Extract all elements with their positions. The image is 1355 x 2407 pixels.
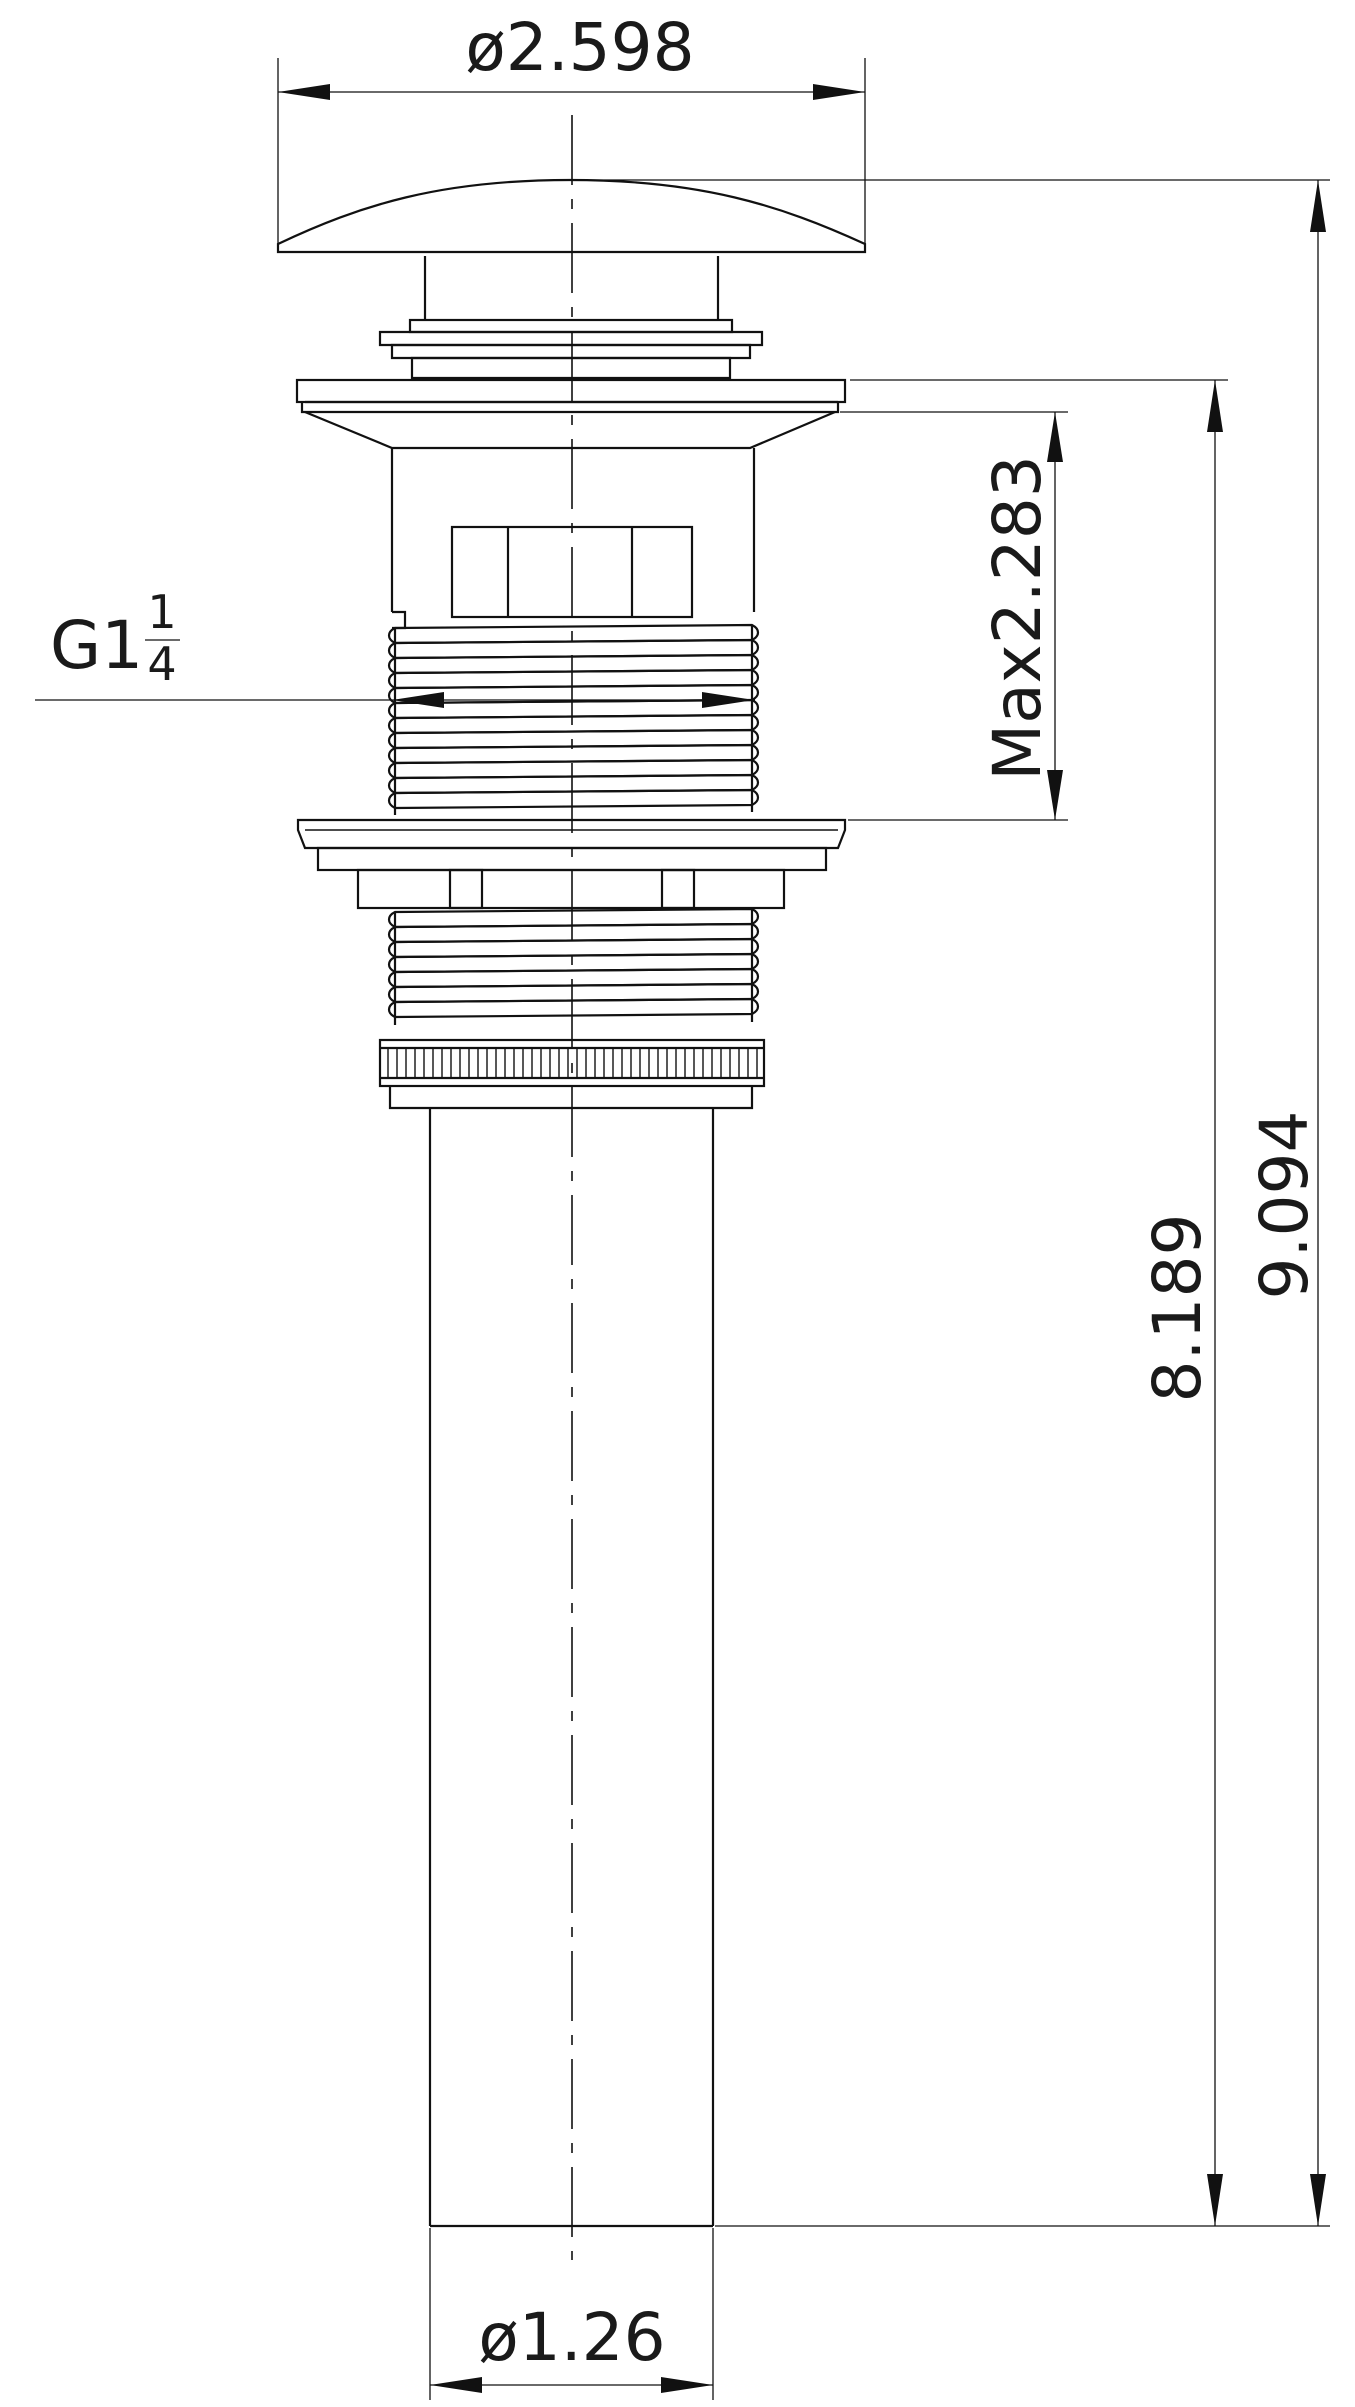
dome-cap [276, 178, 867, 254]
upper-body [390, 448, 756, 630]
dimension-overall-height: 9.094 [575, 179, 1330, 2227]
overall-height-label: 9.094 [1246, 1111, 1323, 1300]
lower-flange [296, 818, 847, 910]
lower-threads [387, 907, 760, 1025]
dimension-max-thickness: Max2.283 [840, 411, 1068, 821]
dimension-thread: G1 1 4 [35, 585, 755, 708]
max-thickness-label: Max2.283 [979, 455, 1056, 780]
upper-flange [295, 378, 847, 450]
dimension-top-diameter: ø2.598 [277, 9, 866, 250]
upper-threads [387, 623, 760, 815]
dimension-tail-diameter: ø1.26 [429, 2228, 714, 2400]
thread-main-label: G1 [50, 607, 143, 684]
body-height-label: 8.189 [1139, 1214, 1216, 1403]
thread-fraction-denominator: 4 [147, 637, 176, 691]
tail-diameter-label: ø1.26 [478, 2299, 665, 2376]
dimension-body-height: 8.189 [850, 379, 1228, 2226]
cap-collar [378, 318, 764, 380]
cap-stem [423, 256, 720, 320]
top-diameter-label: ø2.598 [465, 9, 694, 86]
thread-fraction-numerator: 1 [147, 585, 176, 639]
drain-outline [276, 115, 867, 2260]
